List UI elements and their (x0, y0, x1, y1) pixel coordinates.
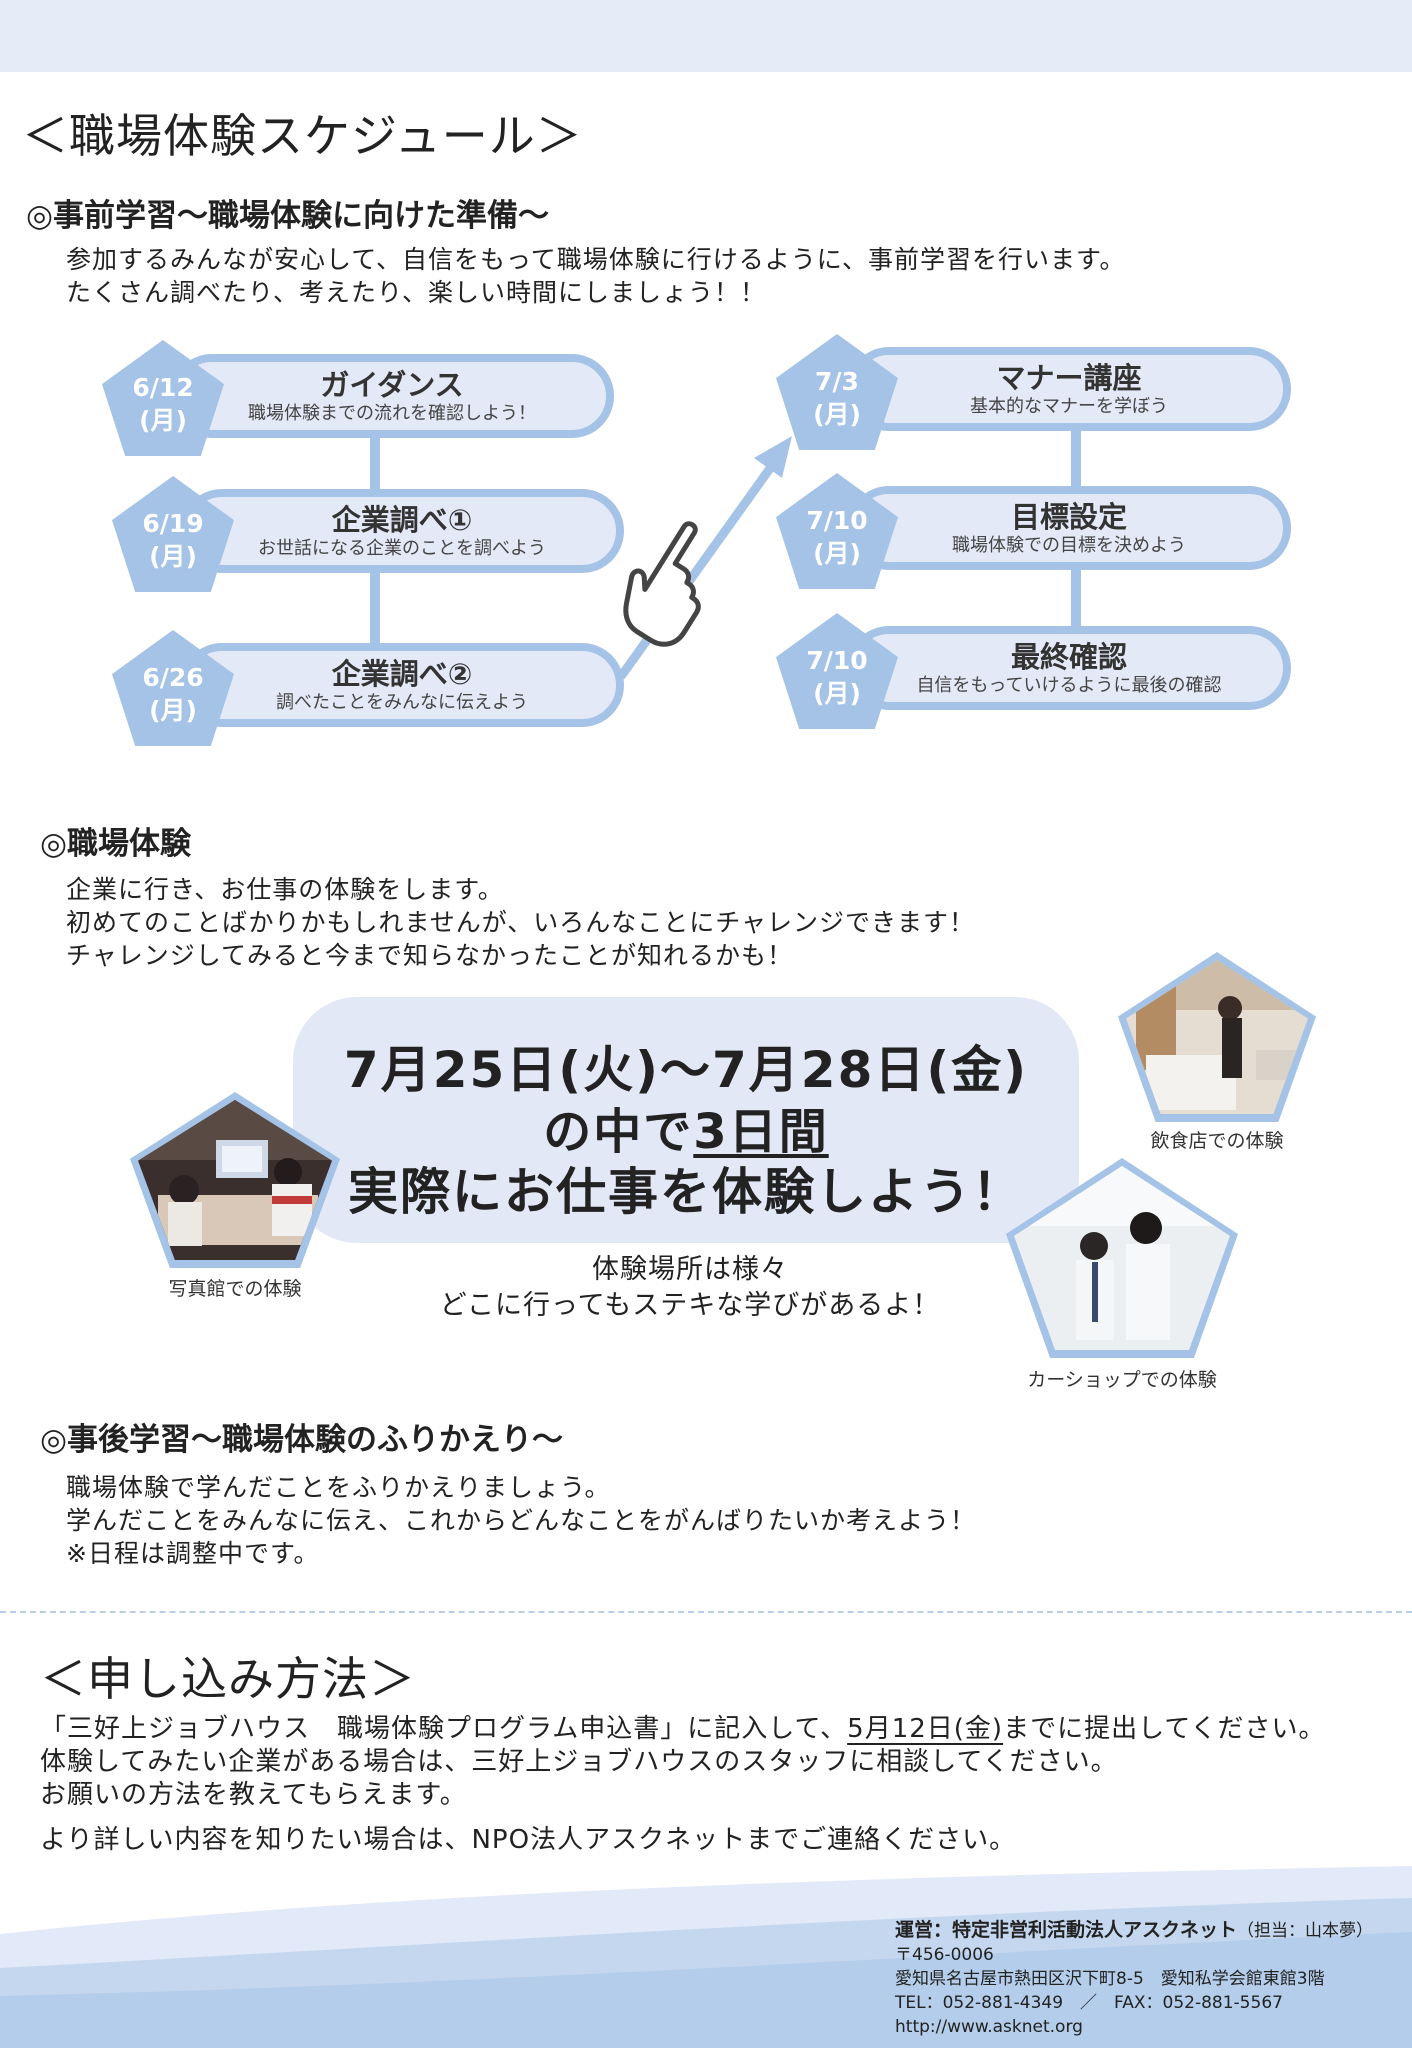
date-badge-date: 6/12 (132, 373, 194, 402)
date-badge-date: 7/3 (815, 367, 859, 396)
footer-contact: 運営：特定非営利活動法人アスクネット（担当：山本夢） 〒456-0006 愛知県… (895, 1918, 1373, 2039)
apply-line-text: 「三好上ジョブハウス 職場体験プログラム申込書」に記入して、 (40, 1714, 848, 1744)
experience-line: チャレンジしてみると今まで知らなかったことが知れるかも！ (66, 941, 794, 970)
date-badge-date: 6/19 (142, 509, 204, 538)
schedule-item: 最終確認 自信をもっていけるように最後の確認 (847, 626, 1291, 710)
schedule-item-title: 企業調べ② (331, 657, 473, 691)
pre-study-line: たくさん調べたり、考えたり、楽しい時間にしましょう！！ (66, 278, 767, 307)
photo-caption: 飲食店での体験 (1150, 1130, 1284, 1152)
schedule-item-desc: 職場体験までの流れを確認しよう！ (248, 403, 536, 424)
car-shop-icon (1014, 1166, 1230, 1350)
footer-contact-person: （担当：山本夢） (1237, 1921, 1374, 1941)
post-study-line: ※日程は調整中です。 (66, 1539, 320, 1568)
schedule-item-title: マナー講座 (996, 361, 1142, 395)
schedule-item-desc: 調べたことをみんなに伝えよう (276, 692, 528, 713)
schedule-item: 目標設定 職場体験での目標を決めよう (847, 486, 1291, 570)
connector-line (1071, 429, 1081, 487)
date-badge-day: (月) (813, 539, 861, 568)
photo-caption: 写真館での体験 (168, 1278, 302, 1300)
schedule-item: 企業調べ② 調べたことをみんなに伝えよう (180, 643, 624, 727)
date-badge-day: (月) (149, 696, 197, 725)
footer-address: 愛知県名古屋市熱田区沢下町8-5 愛知私学会館東館3階 (895, 1969, 1325, 1989)
connector-line (370, 436, 380, 492)
experience-note: 体験場所は様々 どこに行ってもステキな学びがあるよ！ (380, 1252, 1000, 1324)
schedule-item: マナー講座 基本的なマナーを学ぼう (847, 347, 1291, 431)
date-badge-day: (月) (813, 679, 861, 708)
pre-study-line: 参加するみんなが安心して、自信をもって職場体験に行けるように、事前学習を行います… (66, 245, 1126, 274)
schedule-title: ＜職場体験スケジュール＞ (22, 109, 583, 163)
connector-line (1071, 567, 1081, 627)
restaurant-icon (1126, 960, 1308, 1114)
date-badge-day: (月) (149, 542, 197, 571)
post-study-line: 学んだことをみんなに伝え、これからどんなことをがんばりたいか考えよう！ (66, 1506, 977, 1535)
date-badge-date: 6/26 (142, 663, 204, 692)
connector-line (370, 570, 380, 646)
apply-title: ＜申し込み方法＞ (40, 1652, 416, 1706)
schedule-item-desc: 自信をもっていけるように最後の確認 (916, 675, 1222, 696)
photo-caption: カーショップでの体験 (1027, 1369, 1217, 1391)
schedule-item-title: ガイダンス (320, 368, 464, 402)
apply-text: 「三好上ジョブハウス 職場体験プログラム申込書」に記入して、5月12日(金)まで… (40, 1713, 1326, 1857)
experience-line: 初めてのことばかりかもしれませんが、いろんなことにチャレンジできます！ (66, 908, 976, 937)
footer-url: http://www.asknet.org (895, 2017, 1083, 2037)
experience-heading: ◎職場体験 (40, 826, 192, 862)
date-badge-date: 7/10 (806, 506, 868, 535)
schedule-item-desc: 基本的なマナーを学ぼう (970, 396, 1168, 417)
restaurant-photo (1118, 952, 1316, 1122)
date-badge-day: (月) (813, 400, 861, 429)
experience-days: の中で3日間 (293, 1092, 1079, 1162)
experience-period: 7月25日(火)～7月28日(金) (343, 1041, 1029, 1099)
arrow-graphic (617, 436, 792, 680)
date-badge-day: (月) (139, 406, 187, 435)
experience-callout: 実際にお仕事を体験しよう！ (348, 1163, 1024, 1221)
experience-line: 企業に行き、お仕事の体験をします。 (66, 875, 504, 904)
apply-line: お願いの方法を教えてもらえます。 (40, 1780, 467, 1810)
experience-note-line: どこに行ってもステキな学びがあるよ！ (439, 1290, 941, 1321)
experience-days-count: 3日間 (693, 1104, 829, 1160)
footer-phone-fax: TEL：052-881-4349 ／ FAX：052-881-5567 (895, 1993, 1283, 2013)
schedule-item: 企業調べ① お世話になる企業のことを調べよう (180, 489, 624, 573)
photo-studio-icon (138, 1100, 332, 1260)
footer-wave (0, 1866, 1412, 2048)
apply-line: より詳しい内容を知りたい場合は、NPO法人アスクネットまでご連絡ください。 (40, 1825, 1017, 1855)
photo-studio-photo (130, 1092, 340, 1268)
schedule-item-title: 最終確認 (1010, 640, 1127, 674)
schedule-item-desc: 職場体験での目標を決めよう (952, 535, 1186, 556)
top-band (0, 0, 1412, 72)
experience-note-line: 体験場所は様々 (592, 1254, 788, 1285)
pointing-hand-icon (623, 521, 701, 647)
post-study-text: 職場体験で学んだことをふりかえりましょう。 学んだことをみんなに伝え、これからど… (66, 1471, 976, 1570)
apply-line: 「三好上ジョブハウス 職場体験プログラム申込書」に記入して、5月12日(金)まで… (40, 1713, 1326, 1746)
footer-postal: 〒456-0006 (895, 1945, 994, 1965)
pre-study-text: 参加するみんなが安心して、自信をもって職場体験に行けるように、事前学習を行います… (66, 243, 1126, 309)
experience-days-prefix: の中で (543, 1104, 694, 1160)
pre-study-heading: ◎事前学習～職場体験に向けた準備～ (26, 198, 550, 234)
footer-org: 運営：特定非営利活動法人アスクネット (895, 1919, 1238, 1941)
experience-callout-box (293, 997, 1079, 1243)
apply-deadline: 5月12日(金) (847, 1714, 1004, 1744)
post-study-line: 職場体験で学んだことをふりかえりましょう。 (66, 1473, 611, 1502)
section-divider (0, 1611, 1412, 1613)
schedule-item-title: 企業調べ① (331, 503, 473, 537)
car-shop-photo (1006, 1158, 1238, 1358)
schedule-item: ガイダンス 職場体験までの流れを確認しよう！ (170, 354, 614, 438)
post-study-heading: ◎事後学習～職場体験のふりかえり～ (40, 1422, 564, 1458)
apply-line: 体験してみたい企業がある場合は、三好上ジョブハウスのスタッフに相談してください。 (40, 1747, 1118, 1777)
apply-line-text: までに提出してください。 (1003, 1714, 1326, 1744)
date-badge-date: 7/10 (806, 646, 868, 675)
schedule-item-title: 目標設定 (1010, 500, 1127, 534)
experience-text: 企業に行き、お仕事の体験をします。 初めてのことばかりかもしれませんが、いろんな… (66, 873, 975, 972)
schedule-item-desc: お世話になる企業のことを調べよう (258, 538, 546, 559)
